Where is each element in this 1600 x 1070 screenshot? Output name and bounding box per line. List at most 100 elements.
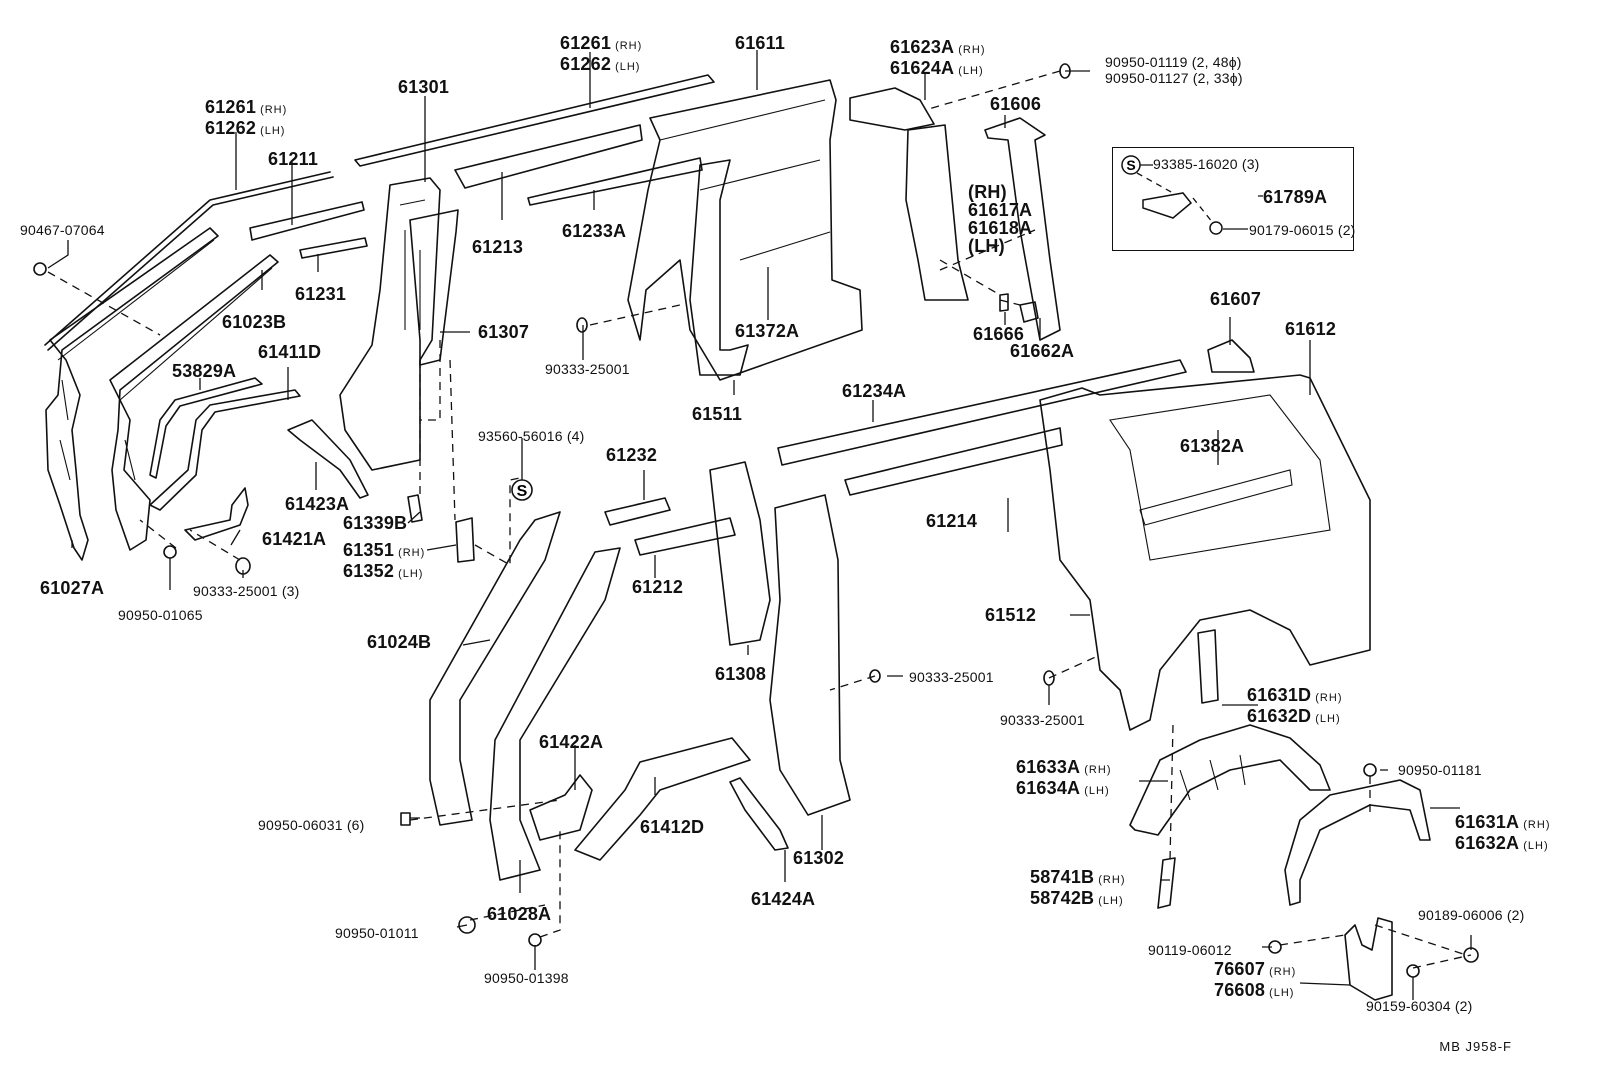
plug-90333-25001-a[interactable] xyxy=(576,317,588,333)
part-label-61231[interactable]: 61231 xyxy=(295,285,346,303)
part-61422A[interactable] xyxy=(529,774,593,841)
part-61028A[interactable] xyxy=(489,547,621,881)
part-label-90467-07064[interactable]: 90467-07064 xyxy=(20,222,105,238)
part-label-61631D[interactable]: 61631D(RH)61632D(LH) xyxy=(1247,686,1342,728)
part-61511[interactable] xyxy=(689,159,749,376)
part-label-90950-01181[interactable]: 90950-01181 xyxy=(1398,762,1482,778)
part-61308[interactable] xyxy=(709,461,771,646)
part-label-61372A[interactable]: 61372A xyxy=(735,322,799,340)
part-label-61027A[interactable]: 61027A xyxy=(40,579,104,597)
inset-item-90179-06015[interactable]: 90179-06015 (2) xyxy=(1249,222,1356,238)
part-label-61666[interactable]: 61666 xyxy=(973,325,1024,343)
part-61424A[interactable] xyxy=(729,777,789,851)
part-61411D[interactable] xyxy=(149,389,301,511)
part-label-61023B[interactable]: 61023B xyxy=(222,313,286,331)
part-61213[interactable] xyxy=(454,124,643,189)
part-61232[interactable] xyxy=(604,497,671,526)
part-61631A[interactable] xyxy=(1284,779,1431,906)
part-label-61623A[interactable]: 61623A(RH)61624A(LH) xyxy=(890,38,985,80)
part-label-61234A[interactable]: 61234A xyxy=(842,382,906,400)
part-label-61351[interactable]: 61351(RH)61352(LH) xyxy=(343,541,425,583)
part-label-61612[interactable]: 61612 xyxy=(1285,320,1336,338)
part-label-61631A[interactable]: 61631A(RH)61632A(LH) xyxy=(1455,813,1550,855)
plug-90950-01398[interactable] xyxy=(528,933,542,947)
part-61662A[interactable] xyxy=(1019,301,1039,323)
part-61261-left[interactable] xyxy=(44,171,334,351)
part-label-61424A[interactable]: 61424A xyxy=(751,890,815,908)
part-label-90189-06006[interactable]: 90189-06006 (2) xyxy=(1418,907,1525,923)
part-label-61302[interactable]: 61302 xyxy=(793,849,844,867)
part-61234A[interactable] xyxy=(777,359,1187,466)
part-76607[interactable] xyxy=(1344,917,1393,1001)
part-label-61261-a[interactable]: 61261(RH)61262(LH) xyxy=(205,98,287,140)
part-label-90119-06012[interactable]: 90119-06012 xyxy=(1148,942,1232,958)
part-61666[interactable] xyxy=(999,293,1009,312)
part-61301[interactable] xyxy=(339,177,441,471)
part-label-61511[interactable]: 61511 xyxy=(692,405,742,423)
plug-90950-01065[interactable] xyxy=(163,545,177,559)
part-61027A[interactable] xyxy=(45,227,219,561)
part-label-61301[interactable]: 61301 xyxy=(398,78,449,96)
part-label-61611[interactable]: 61611 xyxy=(735,34,785,52)
part-61631D[interactable] xyxy=(1197,629,1219,704)
part-label-61211[interactable]: 61211 xyxy=(268,150,318,168)
part-61611[interactable] xyxy=(627,79,863,381)
part-label-61308[interactable]: 61308 xyxy=(715,665,766,683)
part-label-61261-b[interactable]: 61261(RH)61262(LH) xyxy=(560,34,642,76)
part-label-61233A[interactable]: 61233A xyxy=(562,222,626,240)
part-label-76607[interactable]: 76607(RH)76608(LH) xyxy=(1214,960,1296,1002)
part-61633A[interactable] xyxy=(1129,724,1331,836)
part-61024B[interactable] xyxy=(429,511,561,826)
clip-90467-07064[interactable] xyxy=(33,262,47,276)
bracket-61789A[interactable] xyxy=(1142,192,1193,219)
part-label-90159-60304[interactable]: 90159-60304 (2) xyxy=(1366,998,1473,1014)
part-61617A[interactable] xyxy=(905,124,969,301)
part-61212[interactable] xyxy=(634,517,736,556)
part-label-61412D[interactable]: 61412D xyxy=(640,818,704,836)
part-label-61382A[interactable]: 61382A xyxy=(1180,437,1244,455)
part-label-61232[interactable]: 61232 xyxy=(606,446,657,464)
part-label-90950-06031[interactable]: 90950-06031 (6) xyxy=(258,817,365,833)
part-label-90333-25001-a[interactable]: 90333-25001 xyxy=(545,361,630,377)
part-label-61307[interactable]: 61307 xyxy=(478,323,529,341)
part-label-61024B[interactable]: 61024B xyxy=(367,633,431,651)
part-label-90333-25001-d[interactable]: 90333-25001 xyxy=(1000,712,1085,728)
part-61231[interactable] xyxy=(299,237,368,259)
part-label-90950-01065[interactable]: 90950-01065 xyxy=(118,607,203,623)
part-label-90950-01011[interactable]: 90950-01011 xyxy=(335,925,419,941)
part-label-93560-56016[interactable]: 93560-56016 (4) xyxy=(478,428,585,444)
part-61606[interactable] xyxy=(984,117,1061,341)
part-label-61411D[interactable]: 61411D xyxy=(258,343,321,361)
part-61302[interactable] xyxy=(769,494,851,816)
part-label-90950-01398[interactable]: 90950-01398 xyxy=(484,970,569,986)
part-label-61214[interactable]: 61214 xyxy=(926,512,977,530)
part-label-61606[interactable]: 61606 xyxy=(990,95,1041,113)
part-61211[interactable] xyxy=(249,201,365,241)
inset-item-61789A[interactable]: 61789A xyxy=(1263,188,1327,206)
part-label-61213[interactable]: 61213 xyxy=(472,238,523,256)
part-61233A[interactable] xyxy=(527,157,703,206)
part-label-61607[interactable]: 61607 xyxy=(1210,290,1261,308)
part-label-61212[interactable]: 61212 xyxy=(632,578,683,596)
part-61607[interactable] xyxy=(1207,339,1255,373)
part-61351[interactable] xyxy=(455,517,475,563)
part-label-61028A[interactable]: 61028A xyxy=(487,905,551,923)
part-label-61512[interactable]: 61512 xyxy=(985,606,1036,624)
part-label-61422A[interactable]: 61422A xyxy=(539,733,603,751)
part-61423A[interactable] xyxy=(287,419,369,499)
part-label-61339B[interactable]: 61339B xyxy=(343,514,407,532)
part-label-61633A[interactable]: 61633A(RH)61634A(LH) xyxy=(1016,758,1111,800)
part-label-90333-25001-b[interactable]: 90333-25001 (3) xyxy=(193,583,300,599)
part-58741B[interactable] xyxy=(1157,857,1176,909)
part-label-90333-25001-c[interactable]: 90333-25001 xyxy=(909,669,994,685)
part-61339B[interactable] xyxy=(407,494,423,523)
part-61612[interactable] xyxy=(1039,374,1371,731)
plug-90950-06031[interactable] xyxy=(400,812,411,826)
inset-item-93385-16020[interactable]: 93385-16020 (3) xyxy=(1153,156,1260,172)
part-label-58741B[interactable]: 58741B(RH)58742B(LH) xyxy=(1030,868,1125,910)
clip-90950-01181[interactable] xyxy=(1363,763,1377,777)
part-61412D[interactable] xyxy=(574,737,751,861)
part-label-61662A[interactable]: 61662A xyxy=(1010,342,1074,360)
part-label-61421A[interactable]: 61421A xyxy=(262,530,326,548)
